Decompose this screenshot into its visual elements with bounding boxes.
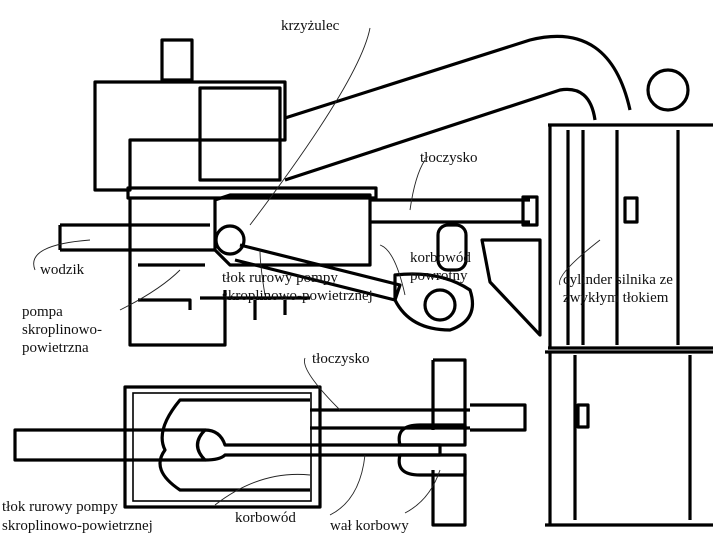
crank-eye [423, 288, 457, 322]
chimney [160, 38, 194, 82]
label-trunk-piston-1: tłok rurowy pompy [222, 270, 338, 286]
eccentric [436, 223, 468, 272]
leader-trunk-piston [259, 249, 266, 296]
leader-trunk-piston-lower [214, 473, 311, 506]
upper-view [33, 27, 713, 350]
support-wedge [480, 238, 542, 337]
steam-pipe-upper [284, 34, 632, 120]
rod-gland-lower [470, 403, 527, 432]
pipe-flange [646, 68, 690, 112]
leader-cylinder [559, 239, 601, 286]
pump-body [138, 263, 310, 320]
label-trunk-piston-2: skroplinowo-powietrznej [222, 288, 373, 304]
label-crosshead: krzyżulec [281, 18, 340, 34]
steam-pipe-lower [284, 87, 597, 182]
leader-connecting-rod [329, 454, 366, 516]
label-piston-rod-lower: tłoczysko [312, 351, 370, 367]
label-cylinder-2: zwykłym tłokiem [563, 290, 669, 306]
label-connecting-rod: korbowód [235, 510, 296, 526]
label-pump-1: pompa [22, 304, 63, 320]
engine-cylinder [548, 123, 713, 350]
label-crankshaft: wał korbowy [330, 518, 409, 534]
trunk-piston [158, 398, 310, 492]
leader-crosshead [249, 27, 371, 226]
crank-web-upper [397, 423, 467, 447]
leader-crankshaft [404, 469, 441, 514]
crank-web-lower [397, 453, 467, 477]
leader-return-rod [379, 244, 406, 296]
crosshead-pin [214, 224, 246, 256]
label-trunk-piston-lower-2: skroplinowo-powietrznej [2, 518, 153, 534]
pump-rod [13, 428, 207, 462]
label-guide: wodzik [40, 262, 85, 278]
crosshead-housing [213, 193, 372, 267]
pump-casing-inner [132, 392, 312, 502]
label-return-rod-2: powrotny [410, 268, 468, 284]
frame-top-rail [126, 186, 378, 200]
crankshaft [431, 358, 467, 527]
return-rod [234, 243, 402, 302]
frame-body [128, 198, 227, 347]
piston-rod-lower [310, 408, 470, 430]
return-rod-big-end [393, 272, 475, 332]
label-pump-2: skroplinowo- [22, 322, 102, 338]
pump-casing [123, 385, 322, 509]
leader-piston-rod-lower [303, 357, 341, 411]
leader-pump [119, 269, 181, 311]
label-cylinder-1: cylinder silnika ze [563, 272, 673, 288]
label-return-rod-1: korbowód [410, 250, 471, 266]
label-pump-3: powietrzna [22, 340, 89, 356]
valve-chest [93, 80, 287, 192]
leader-piston-rod [409, 159, 426, 211]
label-trunk-piston-lower-1: tłok rurowy pompy [2, 499, 118, 515]
lower-view [13, 350, 713, 527]
piston-rod [370, 198, 530, 224]
label-piston-rod: tłoczysko [420, 150, 478, 166]
valve-window [198, 86, 282, 182]
cylinder-stud [623, 196, 639, 224]
engine-cylinder-lower [545, 350, 713, 527]
cylinder-stud-lower [576, 403, 590, 429]
leader-guide [33, 239, 91, 271]
connecting-rod [204, 428, 442, 462]
rod-gland [521, 195, 539, 227]
guide-bar [58, 223, 215, 252]
